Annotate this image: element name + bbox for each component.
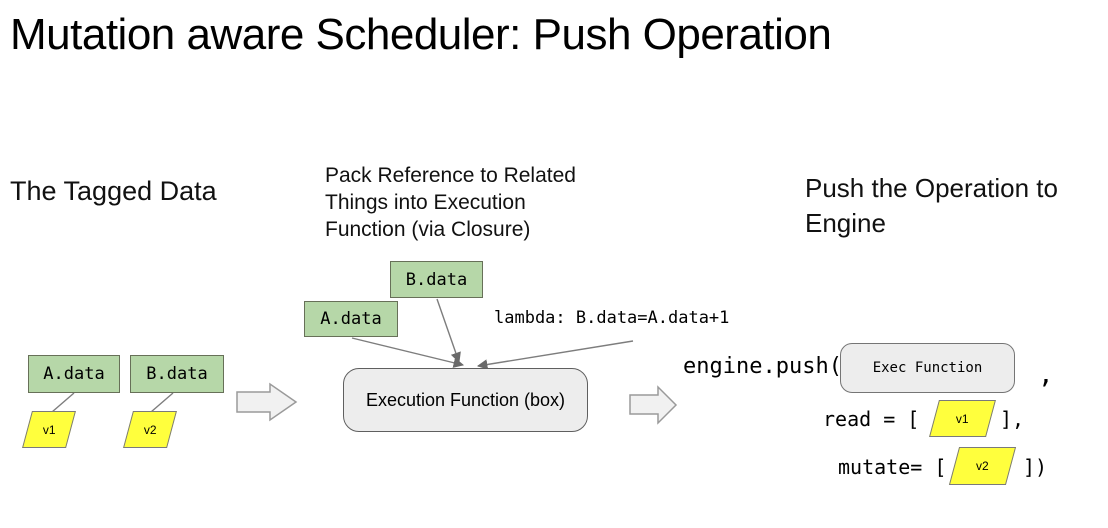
read-tag-v1-parallelogram: v1 — [929, 400, 996, 437]
arrow-a-data-to-exec-box — [351, 337, 465, 368]
read-prefix-label: read = [ — [823, 407, 920, 431]
comma-label: , — [1038, 360, 1054, 390]
heading-tagged-data: The Tagged Data — [10, 176, 217, 206]
closure-box-a-label: A.data — [320, 309, 382, 329]
tag-v2-parallelogram: v2 — [123, 411, 177, 448]
closure-box-b-data: B.data — [390, 261, 483, 298]
mutate-suffix-label: ]) — [1023, 455, 1048, 479]
page-title: Mutation aware Scheduler: Push Operation — [10, 10, 832, 59]
tag-v1-label: v1 — [42, 422, 56, 437]
line-a-data-to-v1 — [51, 392, 75, 413]
closure-box-a-data: A.data — [304, 301, 398, 337]
block-arrow-middle-icon — [629, 385, 678, 425]
execution-function-box: Execution Function (box) — [343, 368, 588, 432]
mutate-tag-v2-label: v2 — [976, 459, 989, 473]
heading-pack-reference: Pack Reference to Related Things into Ex… — [325, 164, 576, 241]
exec-function-box-label: Exec Function — [872, 360, 983, 376]
read-tag-v1-label: v1 — [956, 411, 969, 426]
block-arrow-left-icon — [236, 382, 298, 422]
heading-push-operation: Push the Operation to Engine — [805, 173, 1058, 238]
arrow-lambda-to-exec-box — [476, 340, 634, 370]
tagged-box-a-label: A.data — [43, 364, 105, 384]
tag-v2-label: v2 — [143, 422, 157, 437]
exec-function-box: Exec Function — [840, 343, 1015, 393]
engine-push-label: engine.push( — [683, 354, 842, 379]
tagged-box-b-label: B.data — [146, 364, 208, 384]
mutate-tag-v2-parallelogram: v2 — [948, 447, 1017, 485]
execution-function-box-label: Execution Function (box) — [365, 389, 566, 410]
lambda-expression-label: lambda: B.data=A.data+1 — [494, 308, 730, 328]
arrow-b-data-to-exec-box — [436, 298, 461, 363]
line-b-data-to-v2 — [150, 392, 174, 413]
closure-box-b-label: B.data — [405, 269, 468, 290]
tagged-box-b-data: B.data — [130, 355, 224, 393]
tagged-box-a-data: A.data — [28, 355, 120, 393]
mutate-prefix-label: mutate= [ — [838, 455, 947, 479]
read-suffix-label: ], — [1000, 407, 1025, 431]
tag-v1-parallelogram: v1 — [22, 411, 76, 448]
